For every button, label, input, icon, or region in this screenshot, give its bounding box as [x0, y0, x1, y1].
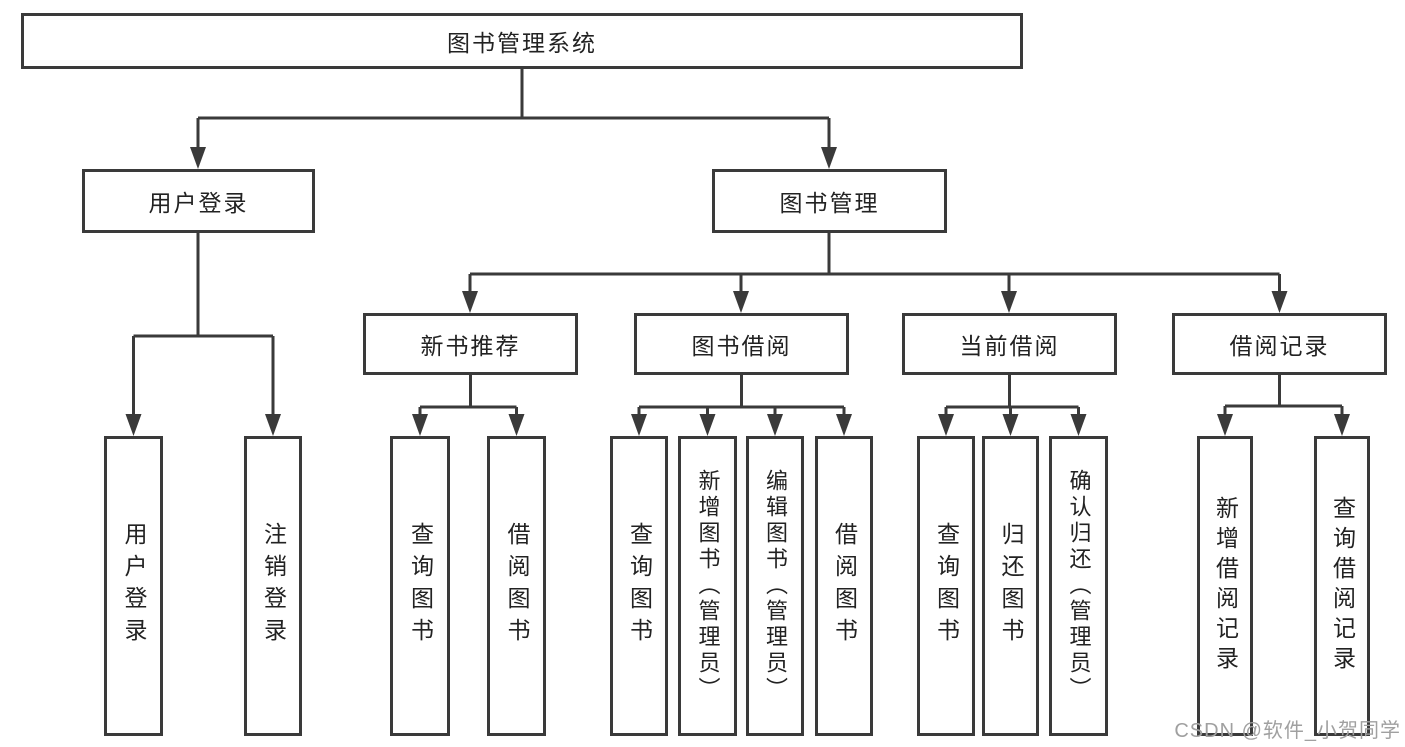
node-book-management: 图书管理	[712, 169, 947, 233]
node-user-login-label: 用户登录	[148, 190, 249, 216]
connector-new-book-recommend	[418, 375, 518, 420]
node-current-borrow: 当前借阅	[902, 313, 1117, 375]
leaf-query-borrow-record: 查询借阅记录	[1314, 436, 1370, 736]
node-new-book-recommend-label: 新书推荐	[420, 333, 521, 359]
leaf-borrow-query-books-label: 查询图书	[626, 522, 653, 650]
node-borrow-records-label: 借阅记录	[1229, 333, 1330, 359]
leaf-current-query-books-label: 查询图书	[933, 522, 960, 650]
leaf-edit-books-admin-label: 编辑图书（管理员）	[763, 469, 788, 703]
leaf-recommend-borrow-books: 借阅图书	[487, 436, 546, 736]
connector-borrow-records	[1223, 375, 1344, 420]
leaf-user-login: 用户登录	[104, 436, 163, 736]
csdn-watermark: CSDN @软件_小贺同学	[1174, 720, 1401, 742]
leaf-current-query-books: 查询图书	[917, 436, 975, 736]
leaf-confirm-return-admin-label: 确认归还（管理员）	[1066, 469, 1092, 703]
leaf-recommend-query-books: 查询图书	[390, 436, 450, 736]
leaf-borrow-query-books: 查询图书	[610, 436, 668, 736]
leaf-add-books-admin-label: 新增图书（管理员）	[695, 469, 721, 703]
node-borrow-records: 借阅记录	[1172, 313, 1387, 375]
leaf-query-borrow-record-label: 查询借阅记录	[1329, 496, 1356, 676]
leaf-confirm-return-admin: 确认归还（管理员）	[1049, 436, 1108, 736]
node-library-management-system: 图书管理系统	[21, 13, 1023, 69]
leaf-add-borrow-record-label: 新增借阅记录	[1212, 496, 1239, 676]
leaf-recommend-query-books-label: 查询图书	[407, 522, 434, 650]
connector-book-borrow	[637, 375, 846, 420]
node-library-management-system-label: 图书管理系统	[447, 30, 597, 56]
leaf-logout: 注销登录	[244, 436, 302, 736]
node-book-borrow-label: 图书借阅	[691, 333, 792, 359]
node-book-borrow: 图书借阅	[634, 313, 849, 375]
node-new-book-recommend: 新书推荐	[363, 313, 578, 375]
leaf-borrow-books-label: 借阅图书	[831, 522, 858, 650]
leaf-return-books: 归还图书	[982, 436, 1039, 736]
leaf-recommend-borrow-books-label: 借阅图书	[504, 522, 530, 650]
leaf-return-books-label: 归还图书	[998, 522, 1024, 650]
leaf-add-books-admin: 新增图书（管理员）	[678, 436, 737, 736]
node-book-management-label: 图书管理	[779, 190, 880, 216]
connector-book-management	[468, 233, 1281, 297]
connector-root	[196, 69, 831, 153]
node-user-login: 用户登录	[82, 169, 315, 233]
leaf-user-login-label: 用户登录	[121, 522, 147, 650]
leaf-borrow-books: 借阅图书	[815, 436, 873, 736]
leaf-edit-books-admin: 编辑图书（管理员）	[746, 436, 804, 736]
connector-user-login	[132, 233, 275, 420]
connector-current-borrow	[944, 375, 1080, 420]
leaf-add-borrow-record: 新增借阅记录	[1197, 436, 1253, 736]
leaf-logout-label: 注销登录	[260, 522, 287, 650]
node-current-borrow-label: 当前借阅	[959, 333, 1060, 359]
